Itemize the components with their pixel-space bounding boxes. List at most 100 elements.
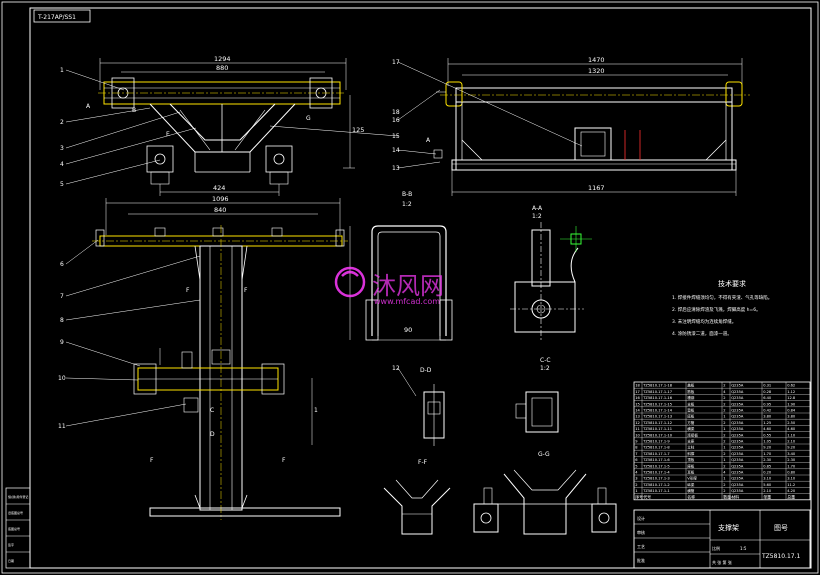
bom-cell: 方管 [687, 420, 695, 425]
bom-cell: 顶板 [687, 457, 695, 462]
bom-cell: 4 [635, 471, 638, 475]
bom-cell: TZ5810.17.1-18 [642, 384, 673, 388]
bom-cell: 1.05 [763, 440, 771, 444]
bom-cell: 0.55 [763, 433, 771, 437]
balloon-11: 11 [58, 423, 66, 430]
bom-cell: V形撑 [687, 476, 697, 481]
bom-cell: TZ5810.17.1-11 [642, 427, 672, 431]
bom-cell: Q235A [731, 458, 744, 462]
bom-cell: 1 [723, 427, 725, 431]
bom-cell: Q235A [731, 415, 744, 419]
bom-cell: TZ5810.17.1-2 [642, 483, 670, 487]
title-label: 图号 [774, 524, 788, 532]
bom-cell: 0.84 [787, 409, 796, 413]
section-c: C-C 1:2 [515, 357, 559, 433]
bom-cell: 2.30 [763, 458, 772, 462]
balloon-16: 16 [392, 117, 400, 124]
bom-cell: 1 [635, 489, 637, 493]
bom-header-cell: 数量 [723, 493, 731, 499]
svg-text:1: 1 [314, 407, 318, 414]
balloon-12: 12 [392, 365, 400, 372]
balloon-10: 10 [58, 375, 66, 382]
label-section-c: C-C [540, 357, 551, 364]
bom-cell: 盖板 [687, 383, 695, 388]
bom-cell: 9.20 [787, 446, 796, 450]
balloon-18: 18 [392, 109, 400, 116]
balloon-labels: 1 2 3 4 5 6 7 8 9 10 11 12 13 14 15 16 1… [58, 59, 400, 430]
dim-side-overall: 1470 [588, 56, 605, 64]
balloon-14: 14 [392, 147, 400, 154]
bom-cell: 10 [635, 433, 640, 437]
balloon-5: 5 [60, 181, 64, 188]
bom-cell: 6 [635, 458, 638, 462]
dim-side-inner: 1320 [588, 67, 605, 75]
bom-cell: Q235A [731, 477, 744, 481]
bom-cell: Q235A [731, 409, 744, 413]
bom-cell: 座板 [687, 463, 695, 468]
bom-header-cell: 序号 [635, 493, 643, 499]
bom-cell: Q235A [731, 427, 744, 431]
bom-cell: 2 [723, 440, 725, 444]
bom-cell: 1 [723, 415, 725, 419]
bom-cell: 2.30 [787, 458, 796, 462]
bom-cell: 0.85 [763, 464, 771, 468]
bom-cell: 3.40 [787, 452, 796, 456]
bom-cell: 2 [723, 409, 725, 413]
bom-cell: 2.10 [787, 440, 796, 444]
bom-cell: 0.95 [763, 402, 771, 406]
bom-cell: 15 [635, 402, 640, 406]
bom-cell: 5 [635, 464, 637, 468]
dim-section-height: 125 [352, 126, 364, 134]
bom-cell: Q235A [731, 440, 744, 444]
bom-header-cell: 材料 [731, 493, 739, 499]
bom-cell: 0.80 [787, 471, 796, 475]
bom-cell: 斜撑 [687, 451, 695, 456]
scale-value: 1:5 [740, 546, 747, 551]
label-section-d: D-D [420, 367, 432, 374]
bom-cell: 4.20 [787, 489, 796, 493]
svg-text:D: D [210, 431, 215, 438]
dim-top-inner: 880 [216, 64, 228, 72]
bom-cell: Q235A [731, 489, 744, 493]
bom-cell: 槽钢 [687, 395, 695, 400]
bom-cell: Q235A [731, 390, 744, 394]
bom-cell: 3.80 [763, 415, 772, 419]
bom-cell: 2 [723, 402, 725, 406]
bom-cell: TZ5810.17.1-6 [642, 458, 670, 462]
bom-cell: Q235A [731, 433, 744, 437]
bom-cell: 横管 [687, 488, 695, 493]
bom-cell: 9 [635, 440, 638, 444]
drawing-number: TZ5810.17.1 [761, 553, 800, 560]
bom-cell: 9.20 [763, 446, 772, 450]
stamp-3: 底图总号 [8, 526, 20, 531]
label-scale-c: 1:2 [540, 365, 550, 372]
bom-cell: 1.70 [787, 464, 796, 468]
bom-cell: TZ5810.17.1-9 [642, 440, 670, 444]
balloon-2: 2 [60, 119, 64, 126]
bom-cell: 13 [635, 415, 640, 419]
bom-cell: Q235A [731, 446, 744, 450]
bom-cell: 立柱 [687, 445, 695, 450]
bom-cell: 1 [723, 477, 725, 481]
notes-line-2: 2. 焊后应清除焊渣及飞溅，焊脚高度 h=6。 [672, 306, 761, 313]
section-bracket: A-A 1:2 [510, 205, 592, 340]
balloon-7: 7 [60, 293, 64, 300]
bom-cell: TZ5810.17.1-7 [642, 452, 670, 456]
bom-cell: TZ5810.17.1-5 [642, 464, 670, 468]
bom-cell: Q235A [731, 464, 744, 468]
balloon-1: 1 [60, 67, 64, 74]
balloon-13: 13 [392, 165, 400, 172]
scale-label: 比例 [712, 545, 720, 551]
side-stamp: 借(通)用件登记 旧底图总号 底图总号 签字 日期 [5, 487, 31, 569]
dim-top-overall: 1294 [214, 55, 231, 63]
bom-cell: 3.10 [763, 477, 772, 481]
bom-cell: 3.80 [787, 415, 796, 419]
top-view: 1294 880 424 [86, 55, 364, 196]
bom-cell: 2.10 [763, 489, 772, 493]
sheet-inner-frame [29, 7, 812, 569]
dim-front-inner: 840 [214, 206, 226, 214]
bom-cell: 14 [635, 409, 640, 413]
bom-cell: TZ5810.17.1-1 [642, 489, 670, 493]
watermark: 沐风网 www.mfcad.com [334, 266, 444, 306]
